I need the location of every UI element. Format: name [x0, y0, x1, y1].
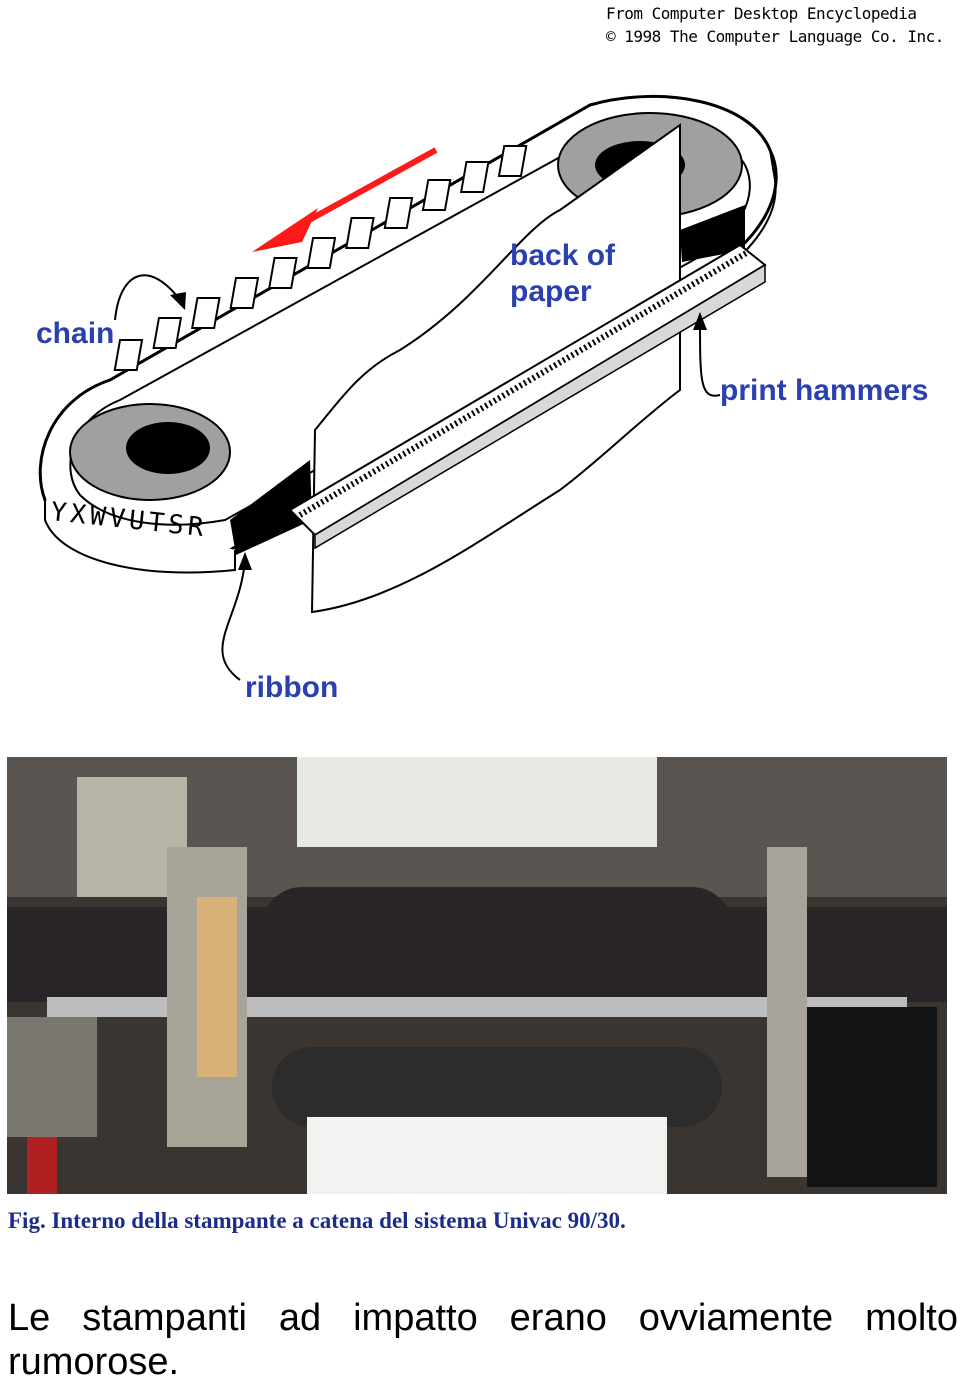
- copyright-credit: From Computer Desktop Encyclopedia © 199…: [606, 2, 944, 48]
- direction-arrow: [252, 147, 438, 252]
- type-slugs: [113, 145, 528, 371]
- chain-printer-diagram: YXWVUTSR chain back of paper print hamme…: [0, 60, 960, 720]
- ribbon-pointer: [221, 559, 246, 681]
- label-ribbon: ribbon: [245, 671, 339, 704]
- label-print-hammers: print hammers: [720, 374, 929, 407]
- label-chain: chain: [36, 317, 115, 350]
- printer-photo: [7, 757, 947, 1194]
- credit-line-2: © 1998 The Computer Language Co. Inc.: [606, 27, 944, 46]
- print-hammer-bank: [288, 243, 767, 550]
- body-paragraph: Le stampanti ad impatto erano ovviamente…: [8, 1297, 958, 1383]
- chain-pointer: [114, 274, 181, 321]
- ribbon-left: [230, 460, 312, 555]
- credit-line-1: From Computer Desktop Encyclopedia: [606, 4, 917, 23]
- figure-caption: Fig. Interno della stampante a catena de…: [8, 1208, 626, 1233]
- hammer-pointer: [699, 319, 721, 397]
- printer-photo-svg: [7, 757, 947, 1194]
- ribbon-right: [680, 205, 745, 262]
- chain-diagram-svg: YXWVUTSR: [38, 94, 778, 681]
- label-back-of-paper-1: back of: [510, 239, 616, 272]
- left-hub: [126, 422, 210, 474]
- label-back-of-paper-2: paper: [510, 275, 592, 308]
